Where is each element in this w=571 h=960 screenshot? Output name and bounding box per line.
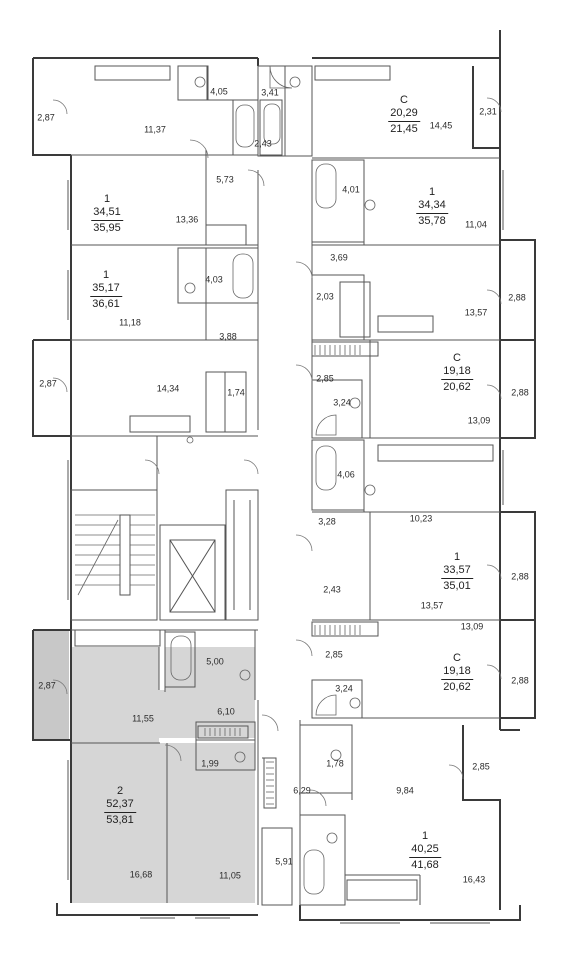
room-area-label: 13,57	[420, 600, 444, 611]
room-area-label: 14,34	[156, 383, 180, 394]
room-area-label: 1,74	[227, 387, 245, 398]
apartment-total-area: 36,61	[92, 298, 120, 310]
apartment-label-1room-2: 1 34,34 35,78	[416, 186, 448, 228]
room-area-label: 6,10	[217, 706, 235, 717]
room-area-label: 2,85	[325, 649, 343, 660]
apartment-label-1room-5: 1 40,25 41,68	[409, 830, 441, 872]
room-area-label: 4,06	[337, 469, 355, 480]
room-area-label: 2,43	[323, 584, 341, 595]
highlighted-apartment-fill	[33, 630, 255, 903]
room-area-label: 11,05	[219, 870, 241, 881]
room-area-label: 2,88	[508, 292, 526, 303]
room-area-label: 2,88	[511, 387, 529, 398]
apartment-total-area: 21,45	[390, 123, 418, 135]
room-area-label: 2,85	[316, 373, 334, 384]
apartment-type: 1	[103, 193, 111, 205]
room-area-label: 4,05	[210, 86, 228, 97]
apartment-total-area: 20,62	[443, 681, 471, 693]
kitchen-counters	[74, 65, 494, 901]
apartment-type: С	[453, 352, 461, 364]
room-area-label: 16,43	[462, 874, 486, 885]
apartment-label-2room: 2 52,37 53,81	[104, 785, 136, 827]
apartment-label-studio-3: С 19,18 20,62	[441, 652, 473, 694]
apartment-total-area: 35,01	[443, 580, 471, 592]
room-area-label: 11,55	[132, 713, 154, 724]
apartment-living-area: 19,18	[441, 665, 473, 680]
room-area-label: 1,99	[201, 758, 219, 769]
apartment-type: 1	[428, 186, 436, 198]
room-area-label: 3,28	[318, 516, 336, 527]
room-area-label: 11,04	[465, 219, 487, 230]
door-swings	[52, 97, 502, 807]
apartment-living-area: 33,57	[441, 564, 473, 579]
room-area-label: 2,88	[511, 571, 529, 582]
apartment-living-area: 20,29	[388, 107, 420, 122]
room-area-label: 3,24	[335, 683, 353, 694]
room-area-label: 5,73	[216, 174, 234, 185]
apartment-living-area: 35,17	[90, 282, 122, 297]
apartment-type: 1	[421, 830, 429, 842]
room-area-label: 3,24	[333, 397, 351, 408]
apartment-total-area: 20,62	[443, 381, 471, 393]
room-area-label: 5,00	[206, 656, 224, 667]
apartment-type: С	[400, 94, 408, 106]
apartment-living-area: 40,25	[409, 843, 441, 858]
plumbing-fixtures	[170, 65, 376, 895]
apartment-label-1room-3: 1 35,17 36,61	[90, 269, 122, 311]
apartment-label-studio-1: С 20,29 21,45	[388, 94, 420, 136]
room-area-label: 13,09	[460, 621, 484, 632]
room-area-label: 11,37	[144, 124, 166, 135]
apartment-label-1room-1: 1 34,51 35,95	[91, 193, 123, 235]
apartment-label-studio-2: С 19,18 20,62	[441, 352, 473, 394]
room-area-label: 1,78	[326, 758, 344, 769]
room-area-label: 2,31	[479, 106, 497, 117]
apartment-type: 1	[453, 551, 461, 563]
room-area-label: 16,68	[129, 869, 153, 880]
apartment-living-area: 34,51	[91, 206, 123, 221]
room-area-label: 13,36	[175, 214, 199, 225]
apartment-label-1room-4: 1 33,57 35,01	[441, 551, 473, 593]
apartment-living-area: 19,18	[441, 365, 473, 380]
room-area-label: 6,29	[293, 785, 311, 796]
room-area-label: 2,87	[38, 680, 56, 691]
apartment-total-area: 41,68	[411, 859, 439, 871]
apartment-total-area: 53,81	[106, 814, 134, 826]
room-area-label: 2,87	[37, 112, 55, 123]
windows	[67, 170, 504, 924]
apartment-living-area: 34,34	[416, 199, 448, 214]
room-area-label: 4,03	[205, 274, 223, 285]
apartment-type: 1	[102, 269, 110, 281]
room-area-label: 2,87	[39, 378, 57, 389]
apartment-type: С	[453, 652, 461, 664]
room-area-label: 5,91	[275, 856, 293, 867]
room-area-label: 3,88	[219, 331, 237, 342]
apartment-type: 2	[116, 785, 124, 797]
room-area-label: 2,03	[316, 291, 334, 302]
room-area-label: 9,84	[396, 785, 414, 796]
apartment-total-area: 35,95	[93, 222, 121, 234]
interior-walls	[70, 65, 500, 906]
closet-hatching	[204, 345, 361, 805]
room-area-label: 2,85	[472, 761, 490, 772]
room-area-label: 3,41	[261, 87, 279, 98]
room-area-label: 10,23	[409, 513, 433, 524]
room-area-label: 13,09	[467, 415, 491, 426]
room-area-label: 13,57	[464, 307, 488, 318]
room-area-label: 4,01	[342, 184, 360, 195]
room-area-label: 2,43	[254, 138, 272, 149]
room-area-label: 2,88	[511, 675, 529, 686]
room-area-label: 3,69	[330, 252, 348, 263]
apartment-living-area: 52,37	[104, 798, 136, 813]
room-area-label: 14,45	[429, 120, 453, 131]
room-area-label: 11,18	[119, 317, 141, 328]
stair-treads	[75, 514, 155, 596]
apartment-total-area: 35,78	[418, 215, 446, 227]
